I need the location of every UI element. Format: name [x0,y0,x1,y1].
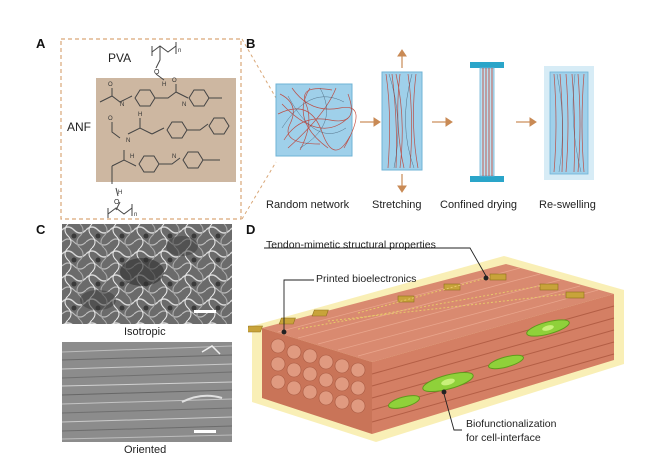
step-label-confined-drying: Confined drying [440,199,518,211]
cells [387,319,570,409]
arrow-1 [360,117,381,127]
atom-h-3: H [130,154,134,160]
step-label-stretching: Stretching [372,199,422,211]
atom-n-1: N [120,102,124,108]
scale-bar-top [194,310,216,313]
atom-h-bottom: H [118,190,122,196]
stretching-sample [381,49,423,193]
panel-c-letter: C [36,222,46,237]
callout-biofunctionalization-line1: Biofunctionalization [466,418,557,430]
re-swelling-sample [544,66,594,180]
panel-d-letter: D [246,222,256,237]
atom-o-3: O [108,116,113,122]
tendon-device-illustration [248,247,624,442]
sem-image-isotropic [62,224,232,324]
caption-oriented: Oriented [124,444,167,456]
tendon-top-face [262,264,614,362]
sem-image-oriented [62,342,232,442]
sub-n-top: n [178,48,181,54]
atom-o-1: O [108,82,113,88]
scale-bar-bottom [194,430,216,433]
dashed-frame [60,38,242,220]
atom-o-top: O [154,69,160,76]
step-label-random-network: Random network [266,199,350,211]
atom-n-2: N [182,102,186,108]
callout-leaders [264,247,489,431]
sub-n-bottom: n [134,212,137,218]
callout-printed-bioelectronics: Printed bioelectronics [316,273,417,285]
panel-b-letter: B [246,36,256,51]
stretch-arrows [397,49,407,193]
atom-o-bottom: O [114,199,120,206]
random-network-sample [275,83,357,157]
panel-b-process-diagram [275,49,594,193]
anf-region [96,78,236,182]
callout-biofunctionalization-line2: for cell-interface [466,432,541,444]
step-label-re-swelling: Re-swelling [539,199,596,211]
caption-isotropic: Isotropic [124,326,166,338]
confined-drying-sample [470,62,504,182]
pva-label: PVA [108,51,132,65]
arrow-2 [432,117,453,127]
atom-n-4: N [172,154,176,160]
panel-a-chemistry-diagram: O H n N O O N H N O H N [60,38,242,220]
anf-label: ANF [67,120,91,134]
callout-tendon-mimetic: Tendon-mimetic structural properties [266,239,436,251]
atom-n-3: N [126,138,130,144]
panel-a-letter: A [36,36,46,51]
connector-lines [241,38,277,220]
atom-h-2: H [138,112,142,118]
atom-o-2: O [172,78,177,84]
atom-h-top: H [162,82,166,88]
arrow-3 [516,117,537,127]
